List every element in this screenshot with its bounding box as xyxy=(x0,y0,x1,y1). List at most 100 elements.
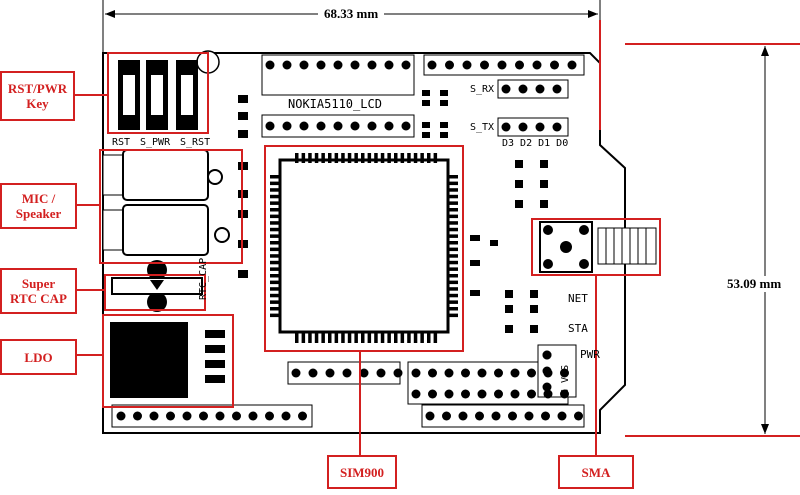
chip-pin xyxy=(308,333,312,343)
chip-pin xyxy=(308,153,312,163)
chip-pin xyxy=(448,254,458,258)
sim900-chip xyxy=(278,158,450,334)
chip-pin xyxy=(394,333,398,343)
header-pin xyxy=(308,368,318,378)
chip-pin xyxy=(448,300,458,304)
chip-pin xyxy=(448,214,458,219)
callout-frames xyxy=(99,52,661,408)
chip-pin xyxy=(347,153,352,163)
header-pin xyxy=(116,411,126,421)
header-pin xyxy=(393,368,403,378)
header-pin xyxy=(282,60,292,70)
header-pin xyxy=(442,411,451,421)
header-pin xyxy=(166,411,175,421)
chip-pin xyxy=(413,333,418,343)
header-pin xyxy=(333,60,343,70)
header-pin xyxy=(367,121,377,131)
chip-pin xyxy=(448,241,458,245)
chip-pin xyxy=(448,188,458,192)
chip-pin xyxy=(270,175,280,179)
header-pin xyxy=(291,368,301,378)
header-pin xyxy=(333,121,343,131)
header-pin xyxy=(282,121,292,131)
chip-pin xyxy=(448,260,458,265)
silk-rst: RST xyxy=(112,137,131,148)
header-pin xyxy=(401,121,411,131)
header-pin xyxy=(552,122,562,132)
header-pin xyxy=(342,368,352,378)
header-pin xyxy=(477,368,487,378)
header-pin xyxy=(199,411,208,421)
chip-pin xyxy=(301,333,306,343)
header-pin xyxy=(411,389,421,399)
header-pin xyxy=(299,60,309,70)
chip-pin xyxy=(270,194,280,199)
silk-s-rx: S_RX xyxy=(470,84,495,95)
header-pin xyxy=(427,60,437,70)
sim900-pins xyxy=(270,153,458,343)
chip-pin xyxy=(270,274,280,278)
header-pin xyxy=(215,411,225,421)
chip-pin xyxy=(334,333,339,343)
header-pin xyxy=(494,368,503,378)
header-pin xyxy=(425,411,435,421)
chip-pin xyxy=(270,201,280,205)
chip-pin xyxy=(380,333,385,343)
header-pin xyxy=(182,411,192,421)
header-pin xyxy=(535,122,545,132)
header-pin xyxy=(560,368,569,378)
header-pin xyxy=(149,411,159,421)
header-pin xyxy=(510,368,520,378)
header-pin xyxy=(376,368,386,378)
chip-pin xyxy=(433,153,438,163)
header-pin xyxy=(532,60,542,70)
chip-pin xyxy=(341,153,345,163)
header-pin xyxy=(461,389,470,399)
chip-pin xyxy=(407,153,411,163)
header-pin xyxy=(494,389,503,399)
callout-leaders xyxy=(73,94,597,455)
chip-pin xyxy=(361,153,365,163)
chip-pin xyxy=(387,153,391,163)
chip-pin xyxy=(270,280,280,285)
header-pin xyxy=(411,368,421,378)
header-pin xyxy=(501,122,511,132)
chip-pin xyxy=(328,333,332,343)
chip-pin xyxy=(374,333,378,343)
chip-pin xyxy=(270,188,280,192)
silk-sta: STA xyxy=(568,322,588,335)
chip-pin xyxy=(374,153,378,163)
header-pin xyxy=(461,368,470,378)
chip-pin xyxy=(295,333,299,343)
chip-pin xyxy=(314,333,319,343)
chip-pin xyxy=(270,293,280,298)
silk-s-tx: S_TX xyxy=(470,122,495,133)
header-pin xyxy=(480,60,489,70)
chip-pin xyxy=(448,307,458,311)
header-pin xyxy=(232,411,241,421)
header-pin xyxy=(560,389,569,399)
header-bottom-left xyxy=(111,404,313,428)
header-pin xyxy=(445,60,454,70)
height-label: 53.09 mm xyxy=(725,276,784,292)
chip-pin xyxy=(448,227,458,232)
chip-pin xyxy=(448,287,458,291)
chip-pin xyxy=(387,333,391,343)
chip-pin xyxy=(448,293,458,298)
chip-pin xyxy=(448,280,458,285)
header-pin xyxy=(527,389,536,399)
chip-pin xyxy=(448,208,458,212)
header-pin xyxy=(265,60,275,70)
silk-gvs: G V S xyxy=(560,364,571,395)
width-label: 68.33 mm xyxy=(318,6,385,22)
chip-pin xyxy=(448,274,458,278)
chip-pin xyxy=(301,153,306,163)
chip-pin xyxy=(354,153,358,163)
chip-pin xyxy=(361,333,365,343)
header-bottom-right2 xyxy=(421,404,585,428)
chip-pin xyxy=(270,214,280,219)
header-pin xyxy=(518,122,528,132)
chip-pin xyxy=(270,247,280,252)
header-pin xyxy=(458,411,468,421)
